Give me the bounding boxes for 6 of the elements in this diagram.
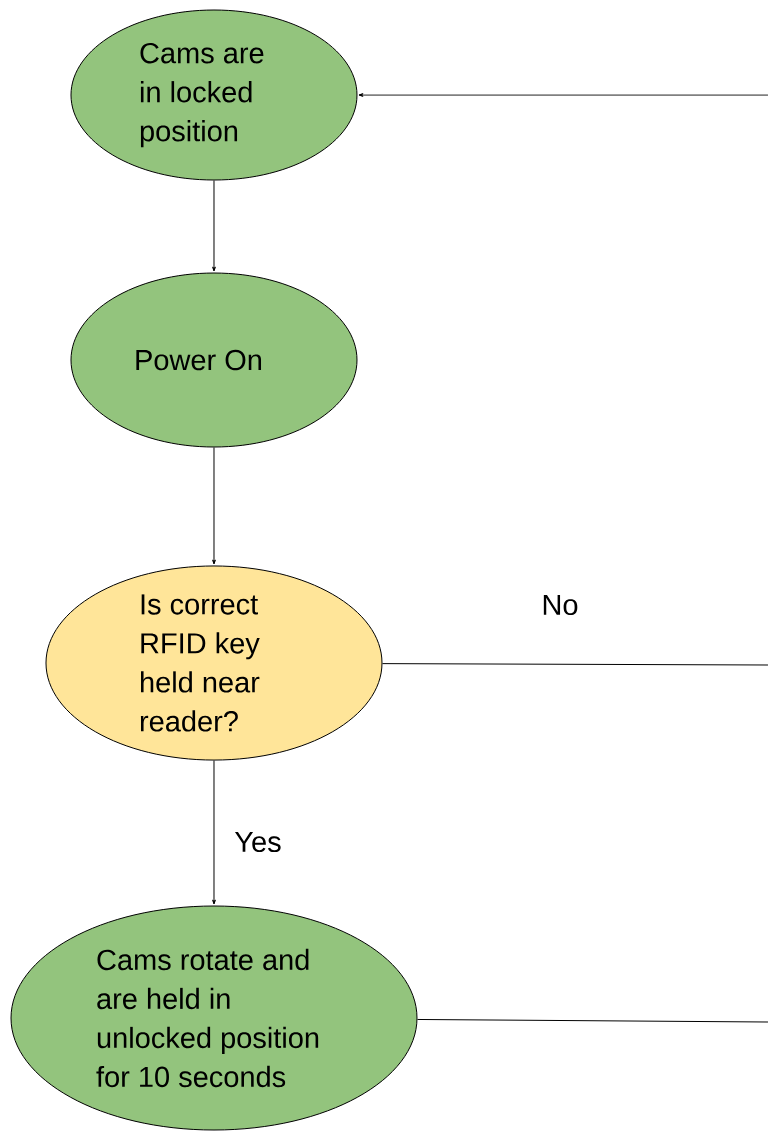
arrow <box>358 93 768 97</box>
arrow <box>212 180 216 272</box>
arrow <box>212 447 216 565</box>
arrow <box>212 760 216 905</box>
edge-label: Yes <box>232 829 284 855</box>
edge-label: No <box>539 592 581 618</box>
